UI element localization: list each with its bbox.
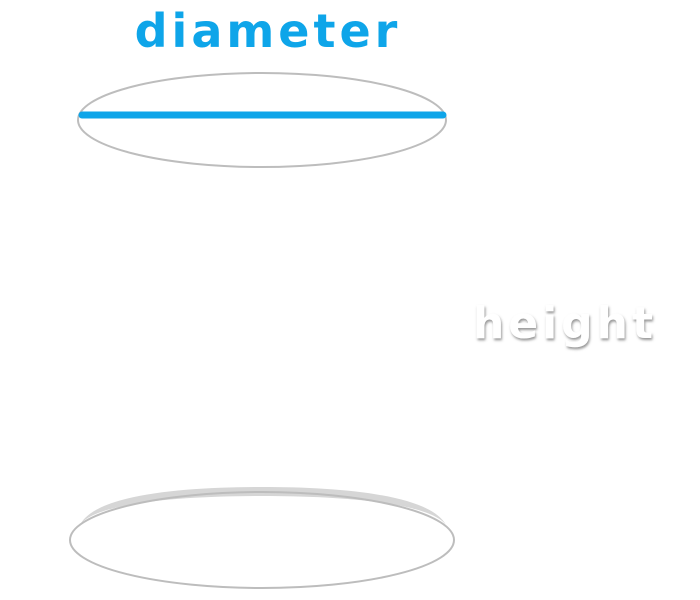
bottom-ellipse-back-band <box>80 487 446 525</box>
bottom-ellipse <box>69 491 455 589</box>
top-ellipse <box>77 72 447 168</box>
height-label: height <box>473 298 657 349</box>
diameter-label: diameter <box>135 4 402 58</box>
